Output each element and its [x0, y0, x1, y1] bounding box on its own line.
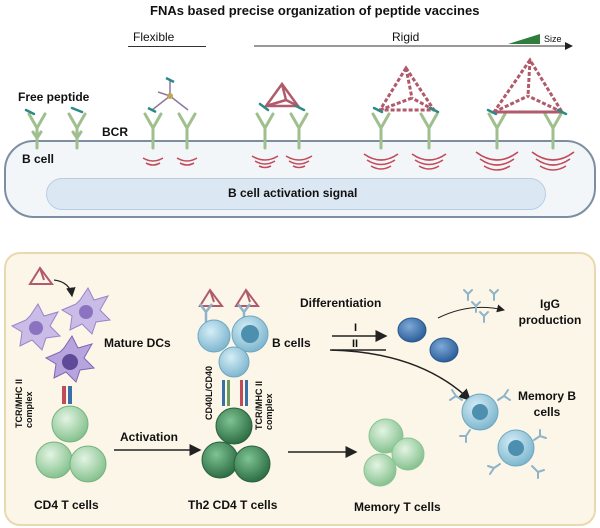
- memory-t-label: Memory T cells: [354, 500, 441, 514]
- bcr-receptors: [27, 112, 563, 150]
- memory-b-cells: [461, 393, 535, 467]
- activation-label: Activation: [120, 430, 179, 444]
- large-dna-tetrahedron: [491, 57, 565, 114]
- small-dna-tetrahedron: [263, 81, 301, 108]
- size-wedge-icon: [508, 34, 540, 44]
- activation-signal-label: B cell activation signal: [228, 186, 358, 200]
- cd4-t-cells: [35, 405, 107, 483]
- b-cell-label: B cell: [22, 152, 55, 166]
- tcr-mhc-label-right: TCR/MHC II complex: [254, 381, 274, 430]
- uptake-arrow: [53, 279, 76, 298]
- igg-label: IgG production: [518, 297, 582, 327]
- memory-b-receptors: [449, 389, 547, 479]
- mature-dcs-label: Mature DCs: [104, 336, 171, 350]
- cd40-tcr-connectors: [222, 380, 248, 406]
- b-cells-cluster: [197, 315, 269, 378]
- igg-arrow: [437, 304, 505, 319]
- framework-peptides: [258, 102, 568, 116]
- flexible-underline: [128, 46, 206, 47]
- route-2-label: II: [352, 338, 359, 350]
- activation-signal-bar: [46, 178, 546, 210]
- flexible-label: Flexible: [133, 30, 175, 44]
- plasma-cells: [397, 317, 459, 363]
- rigid-label: Rigid: [392, 30, 420, 44]
- signal-waves: [142, 151, 575, 171]
- free-peptide-label: Free peptide: [18, 90, 90, 104]
- medium-dna-tetrahedron: [377, 65, 437, 112]
- free-peptides: [24, 106, 84, 116]
- dendritic-cells: [10, 287, 112, 383]
- size-label: Size: [544, 34, 562, 44]
- b-cells-label: B cells: [272, 336, 311, 350]
- igg-antibodies: [463, 289, 499, 323]
- cd4-t-cells-label: CD4 T cells: [34, 498, 99, 512]
- bcr-label: BCR: [102, 125, 128, 139]
- memory-t-cells: [363, 418, 425, 487]
- th2-label: Th2 CD4 T cells: [188, 498, 278, 512]
- differentiation-label: Differentiation: [300, 296, 382, 310]
- cd40-label: CD40L/CD40: [204, 365, 214, 420]
- tcr-mhc-label-left: TCR/MHC II complex: [14, 379, 34, 428]
- antigen-tetrahedron-left: [28, 266, 54, 285]
- tcr-mhc-connector-left: [62, 386, 72, 404]
- flexible-scaffold: [147, 76, 189, 114]
- memory-b-arrow: [329, 349, 472, 402]
- th2-cd4-t-cells: [201, 407, 271, 483]
- figure-title: FNAs based precise organization of pepti…: [150, 3, 480, 18]
- memory-b-label: Memory B cells: [517, 389, 576, 419]
- route-1-label: I: [354, 322, 358, 334]
